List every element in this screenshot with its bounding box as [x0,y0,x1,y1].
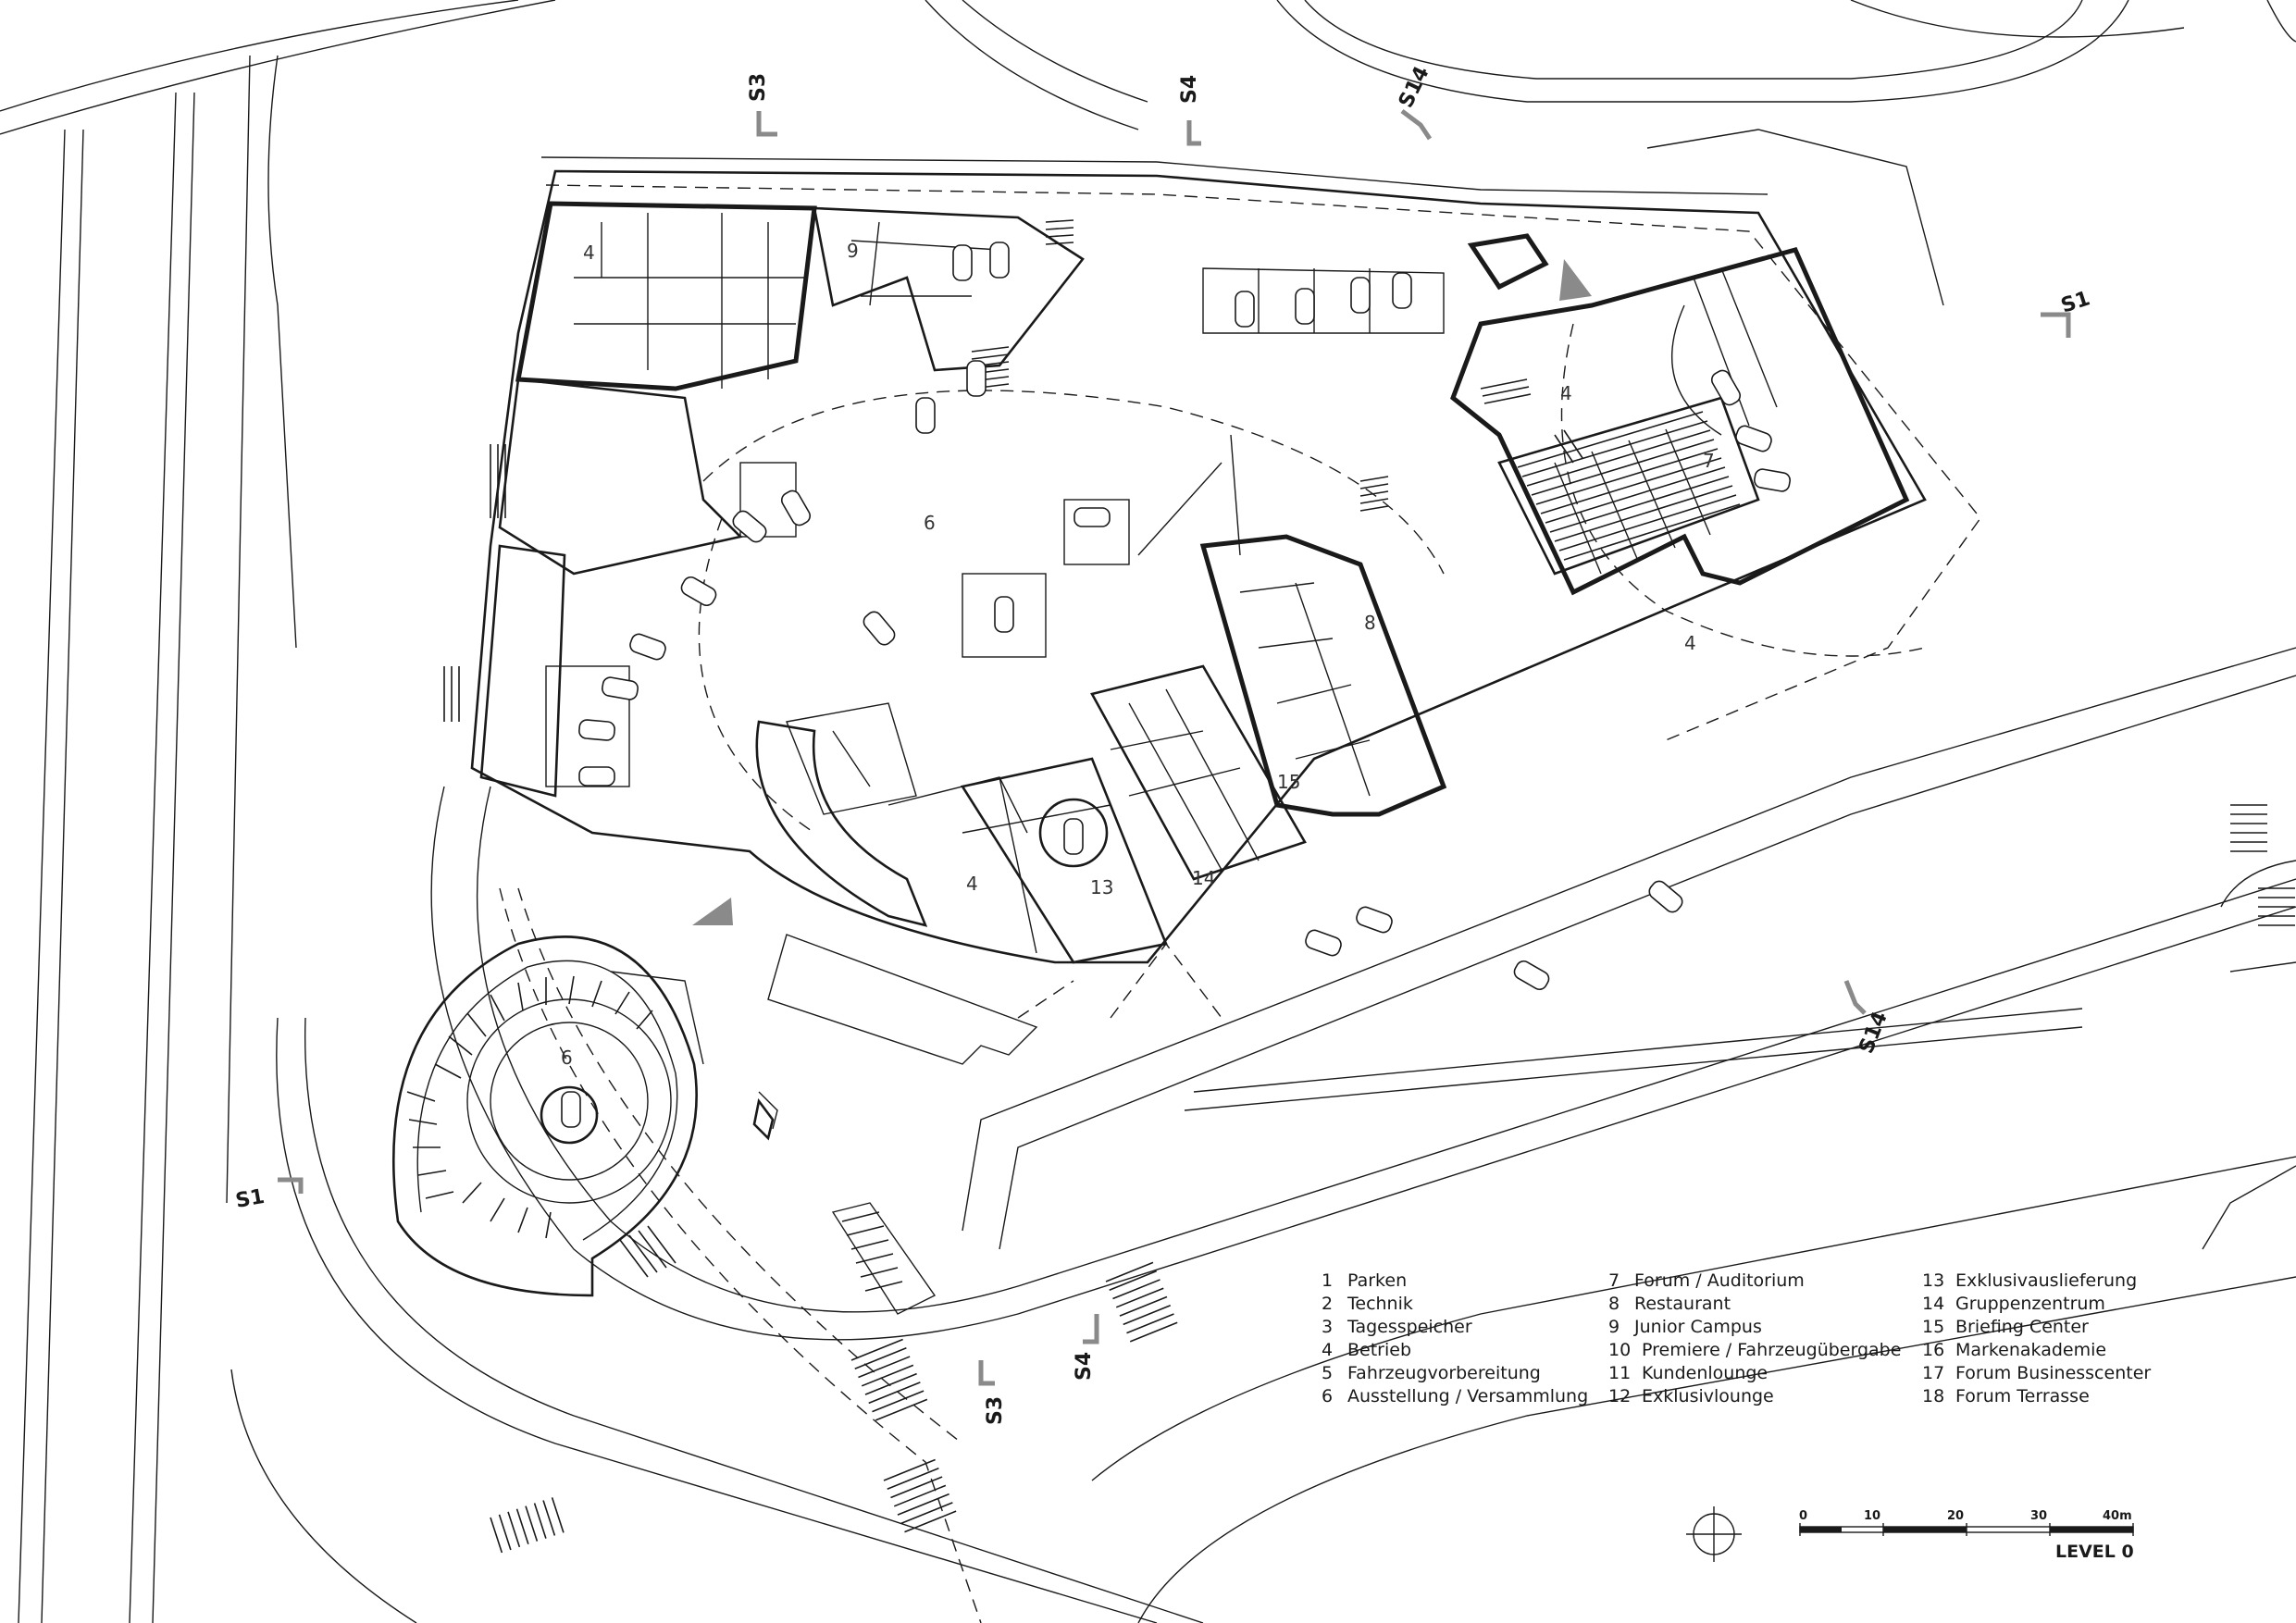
legend-item: 13 Exklusivauslieferung [1922,1270,2151,1293]
room-number-4-s: 4 [966,873,978,895]
legend-text: Markenakademie [1955,1340,2107,1360]
legend-text: Premiere / Fahrzeugübergabe [1642,1340,1902,1360]
legend-text: Briefing Center [1955,1317,2089,1337]
auditorium-seating [1517,411,1741,575]
scale-tick-0: 0 [1799,1509,1807,1523]
car-bays [545,434,1241,787]
level-title: LEVEL 0 [2055,1542,2134,1562]
legend-item: 3 Tagesspeicher [1322,1316,1588,1339]
legend-item: 12 Exklusivlounge [1608,1385,1901,1408]
rotunda-facade-pattern [406,975,653,1239]
scale-tick-40m: 40m [2103,1509,2132,1523]
legend-text: Exklusivauslieferung [1955,1270,2138,1291]
legend-number: 17 [1922,1363,1945,1383]
legend-text: Betrieb [1347,1340,1412,1360]
legend-number: 4 [1322,1340,1334,1360]
section-label-top-s3: S3 [747,73,770,102]
legend-number: 1 [1322,1270,1334,1291]
legend-number: 2 [1322,1294,1334,1314]
legend-item: 1 Parken [1322,1270,1588,1293]
legend-column-1: 1 Parken 2 Technik 3 Tagesspeicher 4 Betrieb… [1322,1270,1588,1408]
legend-number: 15 [1922,1317,1945,1337]
legend-text: Parken [1347,1270,1408,1291]
legend-item: 16 Markenakademie [1922,1339,2151,1362]
legend-item: 2 Technik [1322,1293,1588,1316]
room-number-7: 7 [1703,450,1715,472]
legend-number: 6 [1322,1386,1334,1406]
legend-number: 7 [1608,1270,1620,1291]
legend-item: 4 Betrieb [1322,1339,1588,1362]
room-number-8: 8 [1364,612,1376,634]
legend-text: Fahrzeugvorbereitung [1347,1363,1541,1383]
legend-item: 14 Gruppenzentrum [1922,1293,2151,1316]
section-label-top-s4: S4 [1178,75,1201,104]
section-markers [278,109,2071,1386]
legend-number: 18 [1922,1386,1945,1406]
legend-item: 7 Forum / Auditorium [1608,1270,1901,1293]
legend-number: 10 [1608,1340,1632,1360]
room-number-4-e: 4 [1684,632,1696,654]
legend-item: 18 Forum Terrasse [1922,1385,2151,1408]
entrance-triangle-icon [692,259,1592,925]
legend-text: Technik [1347,1294,1413,1314]
legend-item: 5 Fahrzeugvorbereitung [1322,1362,1588,1385]
legend-number: 11 [1608,1363,1632,1383]
south-plaza [752,934,1038,1315]
car-icons [561,242,1791,1128]
section-label-left-s1: S1 [234,1185,267,1213]
room-number-6-rotunda: 6 [561,1047,573,1069]
section-label-bottom-s4: S4 [1073,1352,1096,1381]
legend-text: Exklusivlounge [1642,1386,1774,1406]
crosswalks [490,804,2295,1554]
legend-text: Ausstellung / Versammlung [1347,1386,1589,1406]
scale-bar [1799,1523,2134,1536]
scale-tick-20: 20 [1947,1509,1964,1523]
main-building [443,129,1981,1019]
legend-number: 16 [1922,1340,1945,1360]
section-label-bottom-s14: S14 [1855,1009,1893,1057]
legend-text: Forum Businesscenter [1955,1363,2152,1383]
legend-number: 8 [1608,1294,1620,1314]
legend-number: 14 [1922,1294,1945,1314]
legend-number: 12 [1608,1386,1632,1406]
legend-item: 17 Forum Businesscenter [1922,1362,2151,1385]
scale-tick-30: 30 [2030,1509,2047,1523]
room-number-13: 13 [1090,876,1113,898]
room-number-6-main: 6 [924,512,936,534]
legend-column-2: 7 Forum / Auditorium 8 Restaurant 9 Junior … [1608,1270,1901,1408]
legend-item: 8 Restaurant [1608,1293,1901,1316]
legend-text: Kundenlounge [1642,1363,1769,1383]
legend-number: 13 [1922,1270,1945,1291]
legend-text: Restaurant [1634,1294,1731,1314]
legend-text: Tagesspeicher [1347,1317,1472,1337]
legend-number: 5 [1322,1363,1334,1383]
legend-text: Forum / Auditorium [1634,1270,1805,1291]
legend-item: 6 Ausstellung / Versammlung [1322,1385,1588,1408]
room-number-4-ne: 4 [1560,382,1572,404]
rotunda [391,935,778,1297]
section-label-bottom-s3: S3 [984,1396,1007,1425]
section-label-right-s1: S1 [2058,287,2092,317]
north-arrow-icon [1686,1506,1742,1562]
stair-hatches [443,219,1583,722]
legend-number: 9 [1608,1317,1620,1337]
legend-item: 11 Kundenlounge [1608,1362,1901,1385]
legend-text: Gruppenzentrum [1955,1294,2105,1314]
legend-number: 3 [1322,1317,1334,1337]
room-number-14: 14 [1192,867,1215,889]
legend-item: 15 Briefing Center [1922,1316,2151,1339]
legend-item: 9 Junior Campus [1608,1316,1901,1339]
section-label-top-s14: S14 [1395,63,1434,112]
room-number-9: 9 [847,240,859,262]
scale-tick-10: 10 [1864,1509,1880,1523]
room-number-4-nw: 4 [583,242,595,264]
legend-item: 10 Premiere / Fahrzeugübergabe [1608,1339,1901,1362]
room-number-15: 15 [1277,771,1300,793]
legend-text: Junior Campus [1634,1317,1762,1337]
legend-text: Forum Terrasse [1955,1386,2090,1406]
